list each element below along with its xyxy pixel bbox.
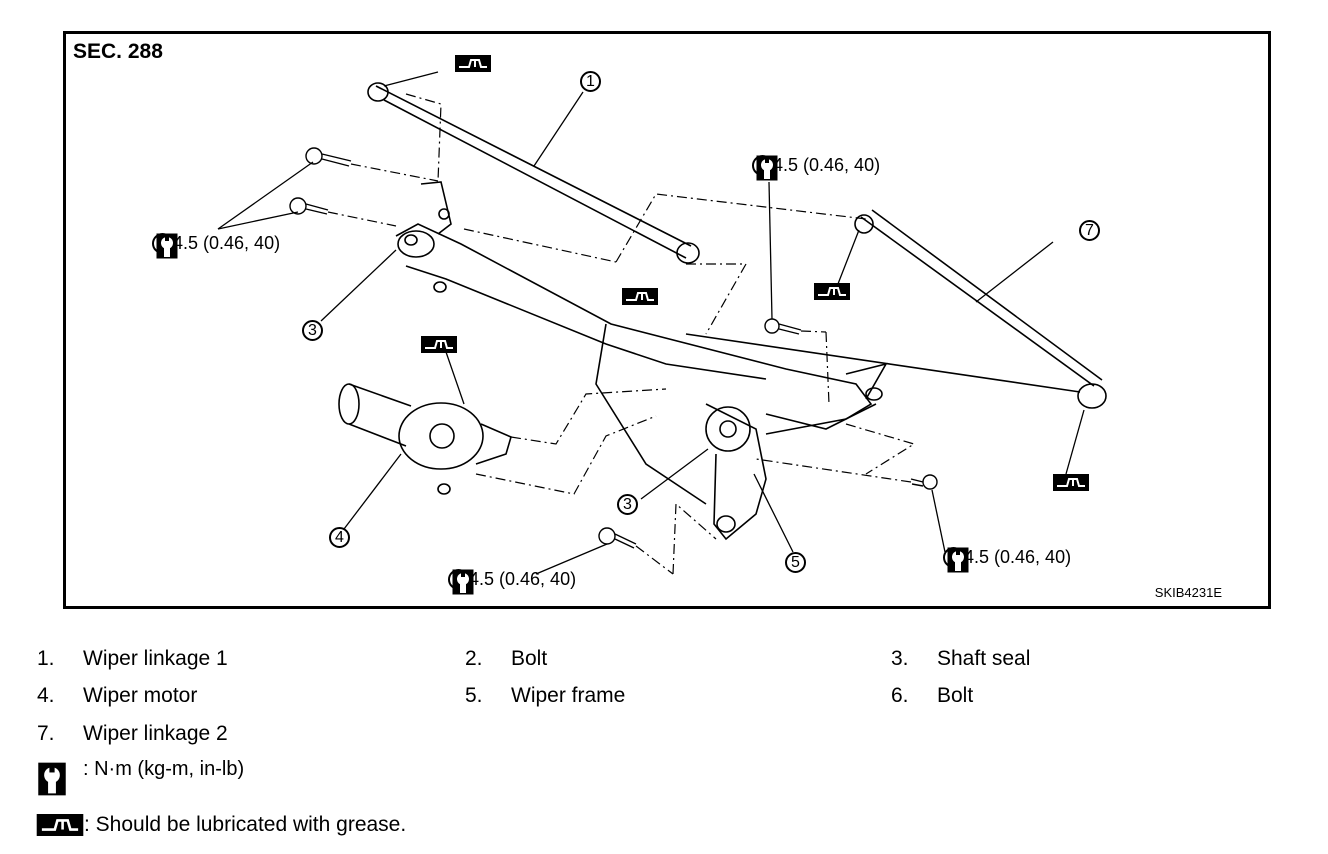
torque-wrench-icon bbox=[947, 547, 969, 573]
torque-legend-text: : N·m (kg-m, in-lb) bbox=[83, 758, 245, 780]
torque-callout-upper-right: 2 4.5 (0.46, 40) bbox=[752, 155, 881, 181]
leader-lines bbox=[217, 71, 1085, 575]
wiper-motor-drawing bbox=[338, 383, 512, 495]
legend-item-text: Shaft seal bbox=[937, 647, 1031, 670]
wiper-frame-drawing bbox=[395, 181, 888, 541]
torque-callout-left: 2 4.5 (0.46, 40) bbox=[152, 233, 281, 259]
wiper-assembly-drawing bbox=[217, 71, 1107, 575]
section-number: SEC. 288 bbox=[73, 40, 163, 63]
callout-7: 7 bbox=[1079, 220, 1100, 241]
legend-item-number: 3. bbox=[891, 647, 909, 670]
torque-value: 4.5 (0.46, 40) bbox=[964, 547, 1072, 567]
torque-callout-bolt-6: 6 4.5 (0.46, 40) bbox=[943, 547, 1072, 573]
torque-value: 4.5 (0.46, 40) bbox=[173, 233, 281, 253]
callout-number: 4 bbox=[329, 527, 350, 548]
callout-number: 1 bbox=[580, 71, 601, 92]
bolt-drawings bbox=[289, 147, 938, 549]
torque-wrench-icon bbox=[452, 569, 474, 595]
grease-legend-text: : Should be lubricated with grease. bbox=[84, 813, 407, 836]
legend-item-text: Wiper linkage 2 bbox=[83, 722, 228, 745]
grease-symbol-icon bbox=[814, 283, 850, 300]
grease-legend: : Should be lubricated with grease. bbox=[36, 813, 406, 837]
grease-symbol-icon bbox=[622, 288, 658, 305]
legend-item-number: 1. bbox=[37, 647, 55, 670]
callout-number: 7 bbox=[1079, 220, 1100, 241]
callout-number: 3 bbox=[617, 494, 638, 515]
callout-number: 3 bbox=[302, 320, 323, 341]
torque-wrench-icon bbox=[156, 233, 178, 259]
wiper-linkage-1-drawing bbox=[367, 82, 700, 264]
legend-item-number: 2. bbox=[465, 647, 483, 670]
callout-1: 1 bbox=[580, 71, 601, 92]
grease-symbol-icon bbox=[421, 336, 457, 353]
callout-5: 5 bbox=[785, 552, 806, 573]
grease-symbol-icon bbox=[455, 55, 491, 72]
legend-item-number: 4. bbox=[37, 684, 55, 707]
legend-item-number: 6. bbox=[891, 684, 909, 707]
callout-number: 5 bbox=[785, 552, 806, 573]
legend-item-text: Bolt bbox=[937, 684, 974, 707]
diagram-figure: SEC. 288 SKIB4231E 1 7 3 3 4 5 2 4.5 (0.… bbox=[63, 31, 1271, 609]
torque-callout-bottom: 2 4.5 (0.46, 40) bbox=[448, 569, 577, 595]
legend-item-text: Bolt bbox=[511, 647, 548, 670]
callout-3-upper: 3 bbox=[302, 320, 323, 341]
figure-code: SKIB4231E bbox=[1154, 585, 1222, 600]
grease-symbol-icon bbox=[36, 814, 84, 836]
torque-value: 4.5 (0.46, 40) bbox=[469, 569, 577, 589]
legend-item-text: Wiper motor bbox=[83, 684, 198, 707]
legend-item-text: Wiper frame bbox=[511, 684, 626, 707]
legend-item-number: 5. bbox=[465, 684, 483, 707]
wiper-linkage-2-drawing bbox=[685, 209, 1107, 409]
torque-value: 4.5 (0.46, 40) bbox=[773, 155, 881, 175]
assembly-lines bbox=[327, 93, 916, 575]
torque-legend: : N·m (kg-m, in-lb) bbox=[37, 758, 244, 796]
torque-wrench-icon bbox=[756, 155, 778, 181]
legend-item-text: Wiper linkage 1 bbox=[83, 647, 228, 670]
callout-3-lower: 3 bbox=[617, 494, 638, 515]
torque-wrench-icon bbox=[38, 762, 66, 796]
legend-item-number: 7. bbox=[37, 722, 55, 745]
grease-symbol-icon bbox=[1053, 474, 1089, 491]
callout-4: 4 bbox=[329, 527, 350, 548]
